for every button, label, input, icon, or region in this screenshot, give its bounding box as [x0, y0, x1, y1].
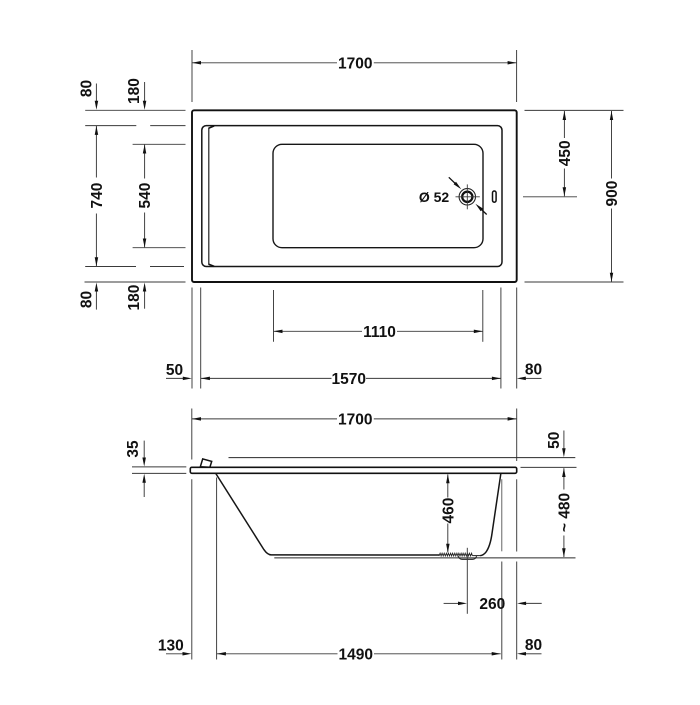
svg-text:~ 480: ~ 480 [557, 493, 574, 532]
svg-text:80: 80 [79, 291, 96, 308]
svg-text:540: 540 [137, 183, 154, 209]
svg-text:50: 50 [166, 362, 183, 379]
svg-text:180: 180 [126, 285, 143, 311]
svg-text:130: 130 [158, 637, 184, 654]
svg-text:1570: 1570 [331, 371, 365, 388]
svg-text:35: 35 [125, 440, 142, 458]
svg-text:900: 900 [604, 181, 621, 207]
svg-text:Ø 52: Ø 52 [419, 189, 450, 205]
svg-text:1700: 1700 [338, 55, 372, 72]
svg-text:1110: 1110 [363, 324, 396, 341]
svg-text:740: 740 [89, 183, 106, 209]
svg-text:450: 450 [557, 140, 574, 166]
svg-text:80: 80 [525, 637, 542, 654]
svg-text:80: 80 [525, 362, 542, 379]
svg-text:80: 80 [79, 80, 96, 97]
svg-text:260: 260 [479, 596, 505, 613]
svg-text:1490: 1490 [338, 646, 372, 663]
svg-text:460: 460 [440, 498, 457, 524]
svg-text:1700: 1700 [338, 412, 372, 429]
svg-text:180: 180 [126, 78, 143, 104]
svg-text:50: 50 [546, 432, 563, 449]
